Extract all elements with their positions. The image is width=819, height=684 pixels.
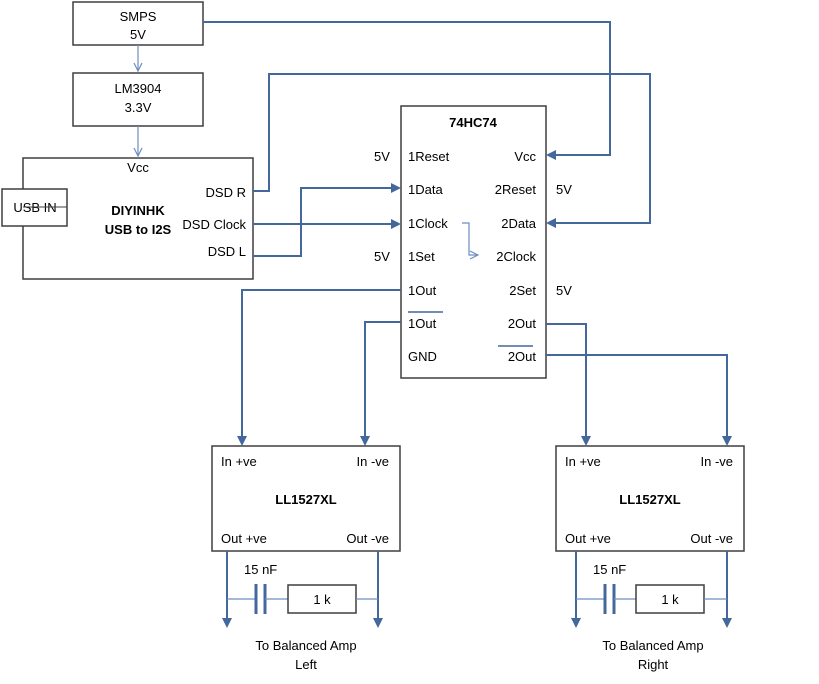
capacitor-right-label: 15 nF: [593, 562, 626, 577]
regulator-block: LM3904 3.3V: [72, 72, 204, 127]
wire-smps-to-flipflop-vcc: [203, 21, 611, 160]
pin-2set: 2Set: [509, 283, 536, 298]
flipflop-title: 74HC74: [449, 115, 497, 130]
pin-2clock: 2Clock: [496, 249, 536, 264]
pin-1reset: 1Reset: [408, 149, 450, 164]
transformer-right: In +ve In -ve LL1527XL Out +ve Out -ve: [555, 445, 745, 552]
transformer-left-in-neg: In -ve: [356, 454, 389, 469]
smps-block: SMPS 5V: [72, 1, 204, 46]
pin-1data: 1Data: [408, 182, 443, 197]
transformer-left: In +ve In -ve LL1527XL Out +ve Out -ve: [211, 445, 401, 552]
pin-1set: 1Set: [408, 249, 435, 264]
destination-left-line1: To Balanced Amp: [255, 638, 356, 653]
wire-1out-to-left-in-pos: [237, 289, 401, 446]
smps-label: SMPS: [120, 9, 157, 24]
wire-dsd-l-to-1data: [253, 183, 401, 257]
destination-right-line2: Right: [638, 657, 669, 672]
load-network-left: 15 nF 1 k To Balanced Amp Left: [227, 562, 378, 672]
usb-board-subtitle: USB to I2S: [105, 222, 172, 237]
wires: [23, 21, 732, 628]
pin-vcc: Vcc: [514, 149, 536, 164]
label-5v-2set: 5V: [556, 283, 572, 298]
pin-1out-inverted: 1Out: [408, 316, 437, 331]
transformer-left-in-pos: In +ve: [221, 454, 257, 469]
usb-board-vcc-pin: Vcc: [127, 160, 149, 175]
transformer-left-out-pos: Out +ve: [221, 531, 267, 546]
smps-voltage: 5V: [130, 27, 146, 42]
label-5v-1set: 5V: [374, 249, 390, 264]
transformer-left-out-neg: Out -ve: [346, 531, 389, 546]
wire-dsd-r-to-2data: [253, 73, 651, 228]
pin-2out-inverted: 2Out: [508, 349, 537, 364]
pin-1clock: 1Clock: [408, 216, 448, 231]
label-5v-1reset: 5V: [374, 149, 390, 164]
pin-2out: 2Out: [508, 316, 537, 331]
usb-board-dsd-clock-pin: DSD Clock: [182, 217, 246, 232]
pin-2reset: 2Reset: [495, 182, 537, 197]
wire-clock-bridge: [462, 222, 478, 255]
usb-board-dsd-r-pin: DSD R: [206, 185, 246, 200]
transformer-right-out-pos: Out +ve: [565, 531, 611, 546]
transformer-right-in-neg: In -ve: [700, 454, 733, 469]
transformer-right-in-pos: In +ve: [565, 454, 601, 469]
wire-2outbar-to-right-in-neg: [546, 354, 732, 446]
wire-2out-to-right-in-pos: [546, 323, 591, 446]
label-5v-2reset: 5V: [556, 182, 572, 197]
flipflop-ic: 74HC74 1Reset 1Data 1Clock 1Set 1Out 1Ou…: [400, 105, 547, 379]
regulator-label: LM3904: [115, 81, 162, 96]
pin-1out: 1Out: [408, 283, 437, 298]
pin-gnd: GND: [408, 349, 437, 364]
capacitor-left-label: 15 nF: [244, 562, 277, 577]
resistor-right-label: 1 k: [661, 592, 679, 607]
wire-1outbar-to-left-in-neg: [360, 321, 401, 446]
resistor-left-label: 1 k: [313, 592, 331, 607]
transformer-left-name: LL1527XL: [275, 492, 336, 507]
destination-right-line1: To Balanced Amp: [602, 638, 703, 653]
usb-board-name: DIYINHK: [111, 203, 165, 218]
destination-left-line2: Left: [295, 657, 317, 672]
load-network-right: 15 nF 1 k To Balanced Amp Right: [576, 562, 727, 672]
transformer-right-name: LL1527XL: [619, 492, 680, 507]
transformer-right-out-neg: Out -ve: [690, 531, 733, 546]
regulator-voltage: 3.3V: [125, 100, 152, 115]
pin-2data: 2Data: [501, 216, 536, 231]
usb-board-dsd-l-pin: DSD L: [208, 244, 246, 259]
